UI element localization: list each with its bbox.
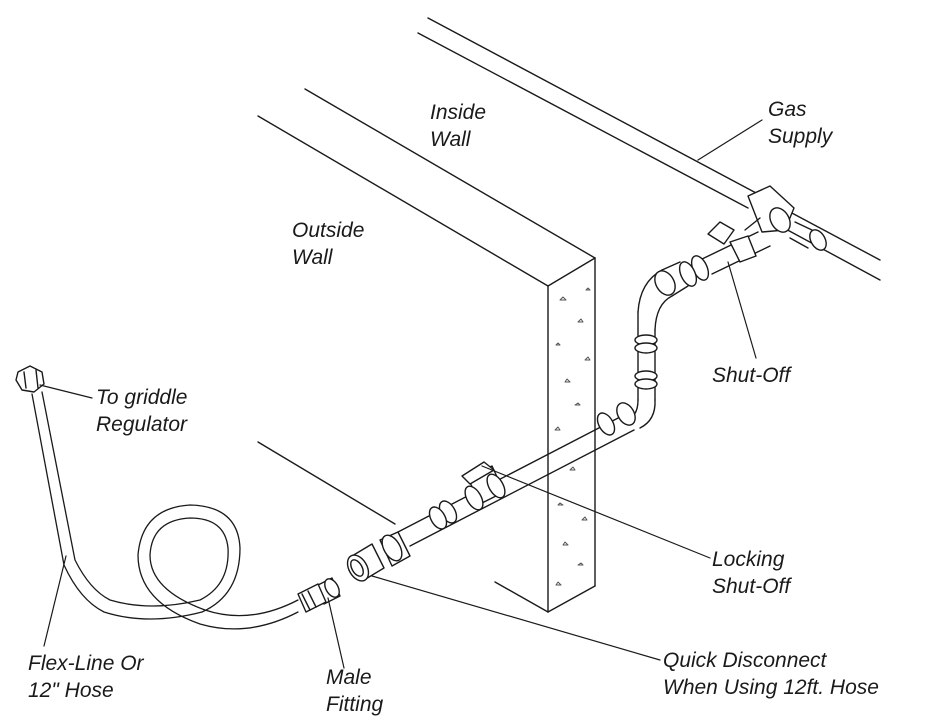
leader-to-griddle-regulator (39, 384, 93, 399)
wall-texture (554, 287, 591, 586)
leader-male-fitting (327, 597, 345, 669)
gas-supply-pipe (417, 17, 881, 281)
wall-outline (257, 88, 596, 613)
flex-hose (31, 391, 299, 630)
locking-shut-off-valve (428, 461, 506, 530)
regulator-hex-nut (15, 365, 45, 393)
leader-quick-disconnect (371, 575, 661, 661)
riser-pipe (627, 311, 658, 429)
leader-shut-off (727, 261, 757, 359)
supply-tee-fitting (744, 185, 827, 251)
leader-flex-line (43, 555, 67, 647)
branch-pipe (637, 221, 771, 331)
leader-lines (39, 119, 763, 669)
leader-gas-supply (697, 119, 763, 161)
leader-locking-shut-off (481, 465, 711, 559)
male-fitting (297, 577, 341, 613)
label-shut-off: Shut-Off (712, 364, 791, 387)
through-wall-pipe (397, 402, 636, 547)
quick-disconnect-coupling (346, 531, 411, 582)
